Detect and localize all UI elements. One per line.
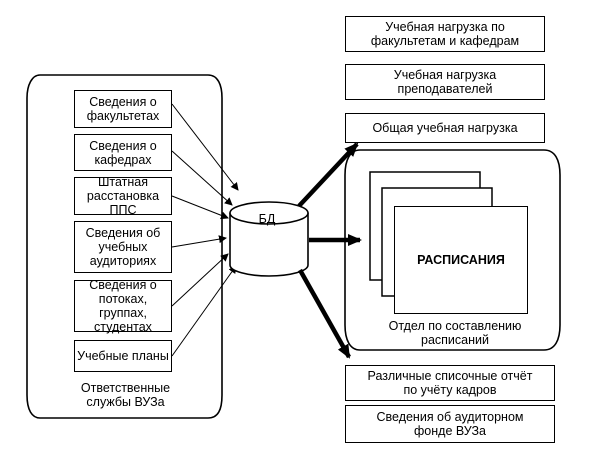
database-cylinder xyxy=(229,201,309,277)
left-group-container xyxy=(26,74,223,419)
source-box-departments: Сведения о кафедрах xyxy=(74,134,172,171)
left-group-caption: Ответственные службы ВУЗа xyxy=(80,381,171,409)
schedule-document: РАСПИСАНИЯ xyxy=(394,206,528,314)
db-label: БД xyxy=(258,212,276,226)
output-box-teacher-load: Учебная нагрузка преподавателей xyxy=(345,64,545,100)
bottom-box-classroom-fund: Сведения об аудиторном фонде ВУЗа xyxy=(345,405,555,443)
source-box-curricula: Учебные планы xyxy=(74,340,172,372)
output-box-total-load: Общая учебная нагрузка xyxy=(345,113,545,143)
input-arrows xyxy=(171,103,239,357)
bottom-box-staff-reports: Различные списочные отчёт по учёту кадро… xyxy=(345,365,555,401)
source-box-faculties: Сведения о факультетах xyxy=(74,90,172,128)
source-box-staff: Штатная расстановка ППС xyxy=(74,175,172,217)
schedule-group-container xyxy=(344,149,561,351)
output-box-load-by-faculty: Учебная нагрузка по факультетам и кафедр… xyxy=(345,16,545,52)
schedule-group-caption: Отдел по составлению расписаний xyxy=(388,319,522,347)
output-arrows xyxy=(297,142,362,359)
source-box-classrooms: Сведения об учебных аудиториях xyxy=(74,221,172,273)
source-box-streams-groups: Сведения о потоках, группах, студентах xyxy=(74,278,172,334)
